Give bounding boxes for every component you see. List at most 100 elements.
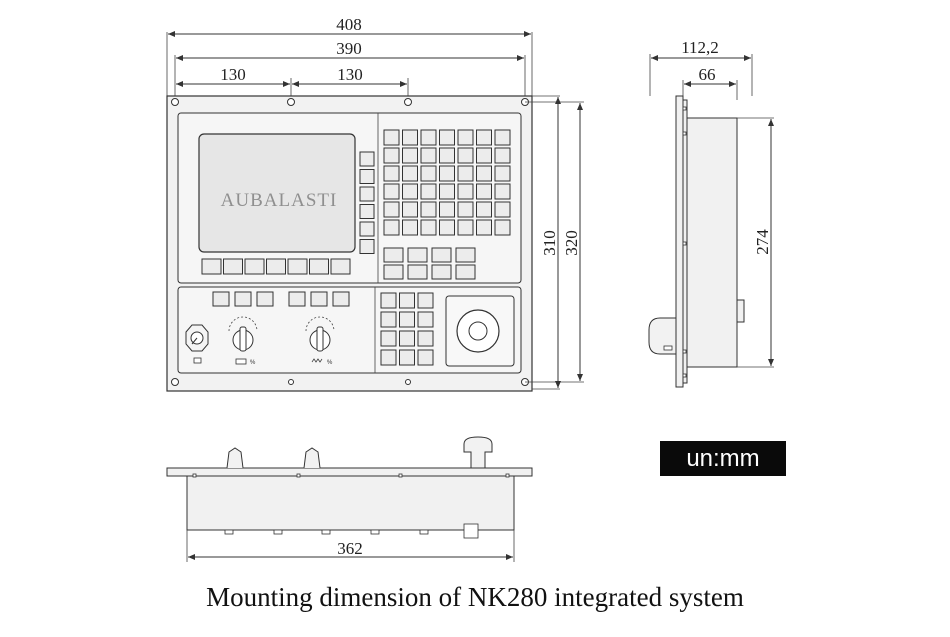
keypad-key (494, 129, 511, 146)
side-softkeys (359, 151, 375, 254)
keypad-key (420, 165, 437, 182)
keypad-key (476, 219, 492, 236)
figure-caption: Mounting dimension of NK280 integrated s… (206, 582, 744, 612)
keypad-key (457, 219, 474, 236)
jog-key (380, 330, 397, 347)
jog-key (399, 349, 415, 366)
keypad-key (457, 147, 474, 164)
function-key (407, 264, 428, 280)
mode-button (256, 291, 274, 307)
side-softkey (359, 186, 375, 202)
side-softkey (359, 204, 375, 219)
keypad-key (494, 165, 511, 182)
bottom-knob-left (226, 447, 244, 469)
keypad-key (476, 165, 492, 182)
side-body (686, 117, 738, 368)
side-connector (736, 299, 745, 323)
keypad-key (420, 183, 437, 200)
feed-override-knob-icon: % (228, 316, 258, 366)
bottom-handwheel (463, 436, 493, 469)
mode-button (288, 291, 306, 307)
dim-overall-width: 408 (166, 15, 533, 96)
dim-outer-height-label: 320 (562, 230, 581, 256)
bottom-softkeys (201, 258, 351, 275)
side-softkey (359, 169, 375, 184)
jog-key (417, 349, 434, 366)
mode-buttons (212, 291, 350, 307)
lower-panel (177, 286, 522, 374)
side-screws (682, 106, 687, 378)
screen-brand-text: AUBALASTI (221, 190, 338, 211)
jog-key (417, 292, 434, 309)
emergency-stop-icon (185, 324, 209, 364)
side-softkey (359, 221, 375, 237)
dim-body-width-label: 362 (337, 539, 363, 558)
keypad-key (457, 201, 474, 218)
spindle-override-knob-icon: % (305, 316, 335, 366)
jog-key (399, 330, 415, 347)
keypad-key (457, 165, 474, 182)
bottom-softkey (309, 258, 329, 275)
front-view: 408 390 130 130 (166, 15, 584, 392)
keypad-key (457, 129, 474, 146)
keypad-key (420, 201, 437, 218)
mode-button (234, 291, 252, 307)
lcd-screen (198, 133, 356, 253)
side-front-plate (675, 95, 684, 388)
keypad-key (476, 201, 492, 218)
dim-hole-span-label: 390 (336, 39, 362, 58)
function-key (455, 264, 476, 280)
keypad-key (402, 165, 418, 182)
bottom-softkey (244, 258, 265, 275)
jog-key (417, 311, 434, 328)
keypad-key (420, 147, 437, 164)
jog-keypad (380, 292, 434, 366)
keypad-key (494, 201, 511, 218)
dim-height: 310 320 (525, 95, 584, 390)
keypad-key (383, 165, 400, 182)
keypad-key (439, 129, 455, 146)
bottom-front-plate (166, 467, 533, 477)
function-key (383, 247, 404, 263)
bottom-softkey (223, 258, 243, 275)
bottom-knob-right (303, 447, 321, 469)
keypad-key (439, 147, 455, 164)
keypad-key (439, 165, 455, 182)
jog-key (399, 311, 415, 328)
bottom-connectors (224, 523, 479, 539)
keypad-key (494, 183, 511, 200)
keypad-key (439, 201, 455, 218)
side-softkey (359, 239, 375, 254)
mode-button (332, 291, 350, 307)
bottom-view: 362 (166, 436, 533, 562)
bottom-softkey (201, 258, 222, 275)
dim-body-depth-label: 66 (699, 65, 716, 84)
dim-left-pitch-label: 130 (220, 65, 246, 84)
dim-overall-width-label: 408 (336, 15, 362, 34)
function-keys (383, 247, 476, 280)
unit-label: un:mm (660, 441, 786, 476)
keypad-key (383, 147, 400, 164)
keypad-key (420, 129, 437, 146)
bottom-softkey (330, 258, 351, 275)
dim-hole-span: 390 (174, 39, 526, 100)
keypad-key (402, 201, 418, 218)
bottom-softkey (287, 258, 308, 275)
keypad-key (402, 219, 418, 236)
keypad-key (402, 129, 418, 146)
handwheel-icon (445, 295, 515, 367)
side-bezel (682, 99, 688, 384)
dim-right-pitch-label: 130 (337, 65, 363, 84)
keypad-key (402, 147, 418, 164)
jog-key (399, 292, 415, 309)
mode-button (310, 291, 328, 307)
keypad-key (402, 183, 418, 200)
dim-body-height-label: 274 (753, 229, 772, 255)
function-key (431, 264, 452, 280)
keypad-key (439, 183, 455, 200)
jog-key (417, 330, 434, 347)
keypad-key (476, 129, 492, 146)
jog-key (380, 349, 397, 366)
keypad-key (476, 183, 492, 200)
